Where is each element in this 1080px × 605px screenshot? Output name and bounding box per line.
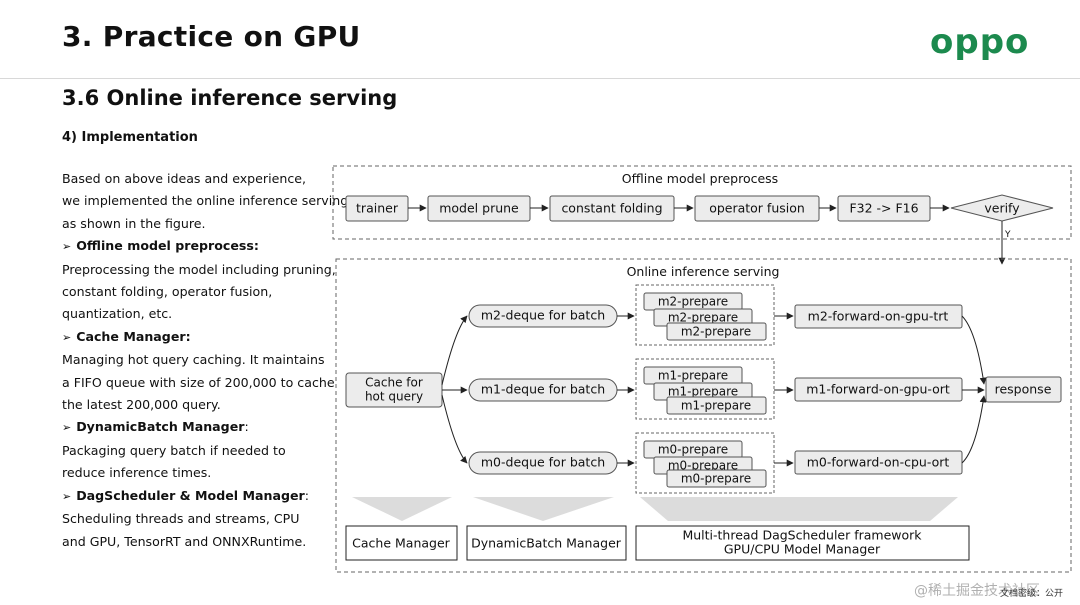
m2-prepare-group xyxy=(635,284,775,346)
dynamic-manager-pointer xyxy=(473,497,614,521)
m1-prepare-group xyxy=(635,358,775,420)
bullet-cache: ➢Cache Manager: xyxy=(62,328,191,344)
dynamic-manager-label: DynamicBatch Manager xyxy=(471,536,622,551)
watermark: @稀土掘金技术社区 xyxy=(914,583,1040,599)
m1-deque-label: m1-deque for batch xyxy=(481,382,605,397)
dag-manager-box xyxy=(635,525,970,561)
edge-m0-response xyxy=(961,395,987,464)
slide-title: 3. Practice on GPU xyxy=(62,20,361,53)
cache-manager-label: Cache Manager xyxy=(352,536,450,551)
m2-prepare-label: m2-prepare xyxy=(668,311,738,325)
bullet-body-line: reduce inference times. xyxy=(62,465,212,481)
bullet-body-line: constant folding, operator fusion, xyxy=(62,284,273,300)
intro-line: we implemented the online inference serv… xyxy=(62,193,349,209)
implementation-heading: 4) Implementation xyxy=(62,130,198,145)
arrow-bullet-icon: ➢ xyxy=(62,489,72,503)
m2-prepare-node xyxy=(666,322,767,341)
bullet-body-line: Managing hot query caching. It maintains xyxy=(62,352,325,368)
m1-prepare-label: m1-prepare xyxy=(668,385,738,399)
edge-cache-m2 xyxy=(441,315,468,386)
model-prune-label: model prune xyxy=(439,201,519,216)
operator-fusion-label: operator fusion xyxy=(709,201,805,216)
header-divider xyxy=(0,78,1080,79)
arrow-bullet-icon: ➢ xyxy=(62,240,72,254)
bullet-body-line: a FIFO queue with size of 200,000 to cac… xyxy=(62,374,335,390)
intro-line: as shown in the figure. xyxy=(62,215,206,231)
m1-prepare-node xyxy=(666,396,767,415)
m0-prepare-label: m0-prepare xyxy=(681,472,751,486)
yes-label: Y xyxy=(1004,230,1011,240)
document-classification: 文档密级：公开 xyxy=(1000,589,1064,599)
dag-manager-pointer xyxy=(640,497,958,521)
cache-label-line2: hot query xyxy=(365,390,423,404)
dag-manager-label-line2: GPU/CPU Model Manager xyxy=(724,542,881,557)
m0-deque-label: m0-deque for batch xyxy=(481,455,605,470)
online-section-frame xyxy=(335,258,1072,573)
arrow-bullet-icon: ➢ xyxy=(62,421,72,435)
bullet-dynamicbatch: ➢DynamicBatch Manager: xyxy=(62,419,249,435)
slide-header: 3. Practice on GPU oppo xyxy=(0,0,1080,80)
bullet-body-line: Packaging query batch if needed to xyxy=(62,442,286,458)
m1-prepare-label: m1-prepare xyxy=(658,369,728,383)
response-label: response xyxy=(995,382,1052,397)
bullet-body-line: quantization, etc. xyxy=(62,306,173,322)
m2-forward-label: m2-forward-on-gpu-trt xyxy=(808,309,949,324)
bullet-body-line: Preprocessing the model including prunin… xyxy=(62,261,336,277)
cache-manager-box xyxy=(345,525,458,561)
cache-label-line1: Cache for xyxy=(365,376,423,390)
offline-section-frame xyxy=(332,165,1072,240)
dynamic-manager-box xyxy=(466,525,627,561)
m2-deque-label: m2-deque for batch xyxy=(481,308,605,323)
bullet-body-line: the latest 200,000 query. xyxy=(62,397,221,413)
m0-prepare-node xyxy=(666,469,767,488)
m0-forward-label: m0-forward-on-cpu-ort xyxy=(807,455,950,470)
verify-node xyxy=(950,194,1054,222)
section-subtitle: 3.6 Online inference serving xyxy=(62,86,398,110)
m0-prepare-label: m0-prepare xyxy=(658,443,728,457)
arrow-bullet-icon: ➢ xyxy=(62,330,72,344)
constant-folding-label: constant folding xyxy=(561,201,662,216)
cache-manager-pointer xyxy=(352,497,452,521)
f32-to-f16-label: F32 -> F16 xyxy=(849,201,918,216)
description-text: Based on above ideas and experience, we … xyxy=(62,168,349,553)
m0-prepare-label: m0-prepare xyxy=(668,459,738,473)
m1-prepare-label: m1-prepare xyxy=(681,399,751,413)
m2-prepare-label: m2-prepare xyxy=(681,325,751,339)
verify-label: verify xyxy=(984,201,1020,216)
edge-cache-m0 xyxy=(441,394,468,464)
bullet-body-line: and GPU, TensorRT and ONNXRuntime. xyxy=(62,533,307,549)
bullet-dagscheduler: ➢DagScheduler & Model Manager: xyxy=(62,487,309,503)
trainer-label: trainer xyxy=(356,201,399,216)
bullet-body-line: Scheduling threads and streams, CPU xyxy=(62,511,300,527)
response-node xyxy=(985,376,1062,403)
oppo-logo: oppo xyxy=(930,22,1030,62)
edge-m2-response xyxy=(961,315,987,385)
dag-manager-label-line1: Multi-thread DagScheduler framework xyxy=(682,528,922,543)
m2-prepare-label: m2-prepare xyxy=(658,295,728,309)
offline-section-label: Offline model preprocess xyxy=(622,171,778,186)
m1-forward-label: m1-forward-on-gpu-ort xyxy=(806,382,950,397)
intro-line: Based on above ideas and experience, xyxy=(62,171,306,186)
online-section-label: Online inference serving xyxy=(627,264,780,279)
bullet-offline: ➢Offline model preprocess: xyxy=(62,238,259,254)
